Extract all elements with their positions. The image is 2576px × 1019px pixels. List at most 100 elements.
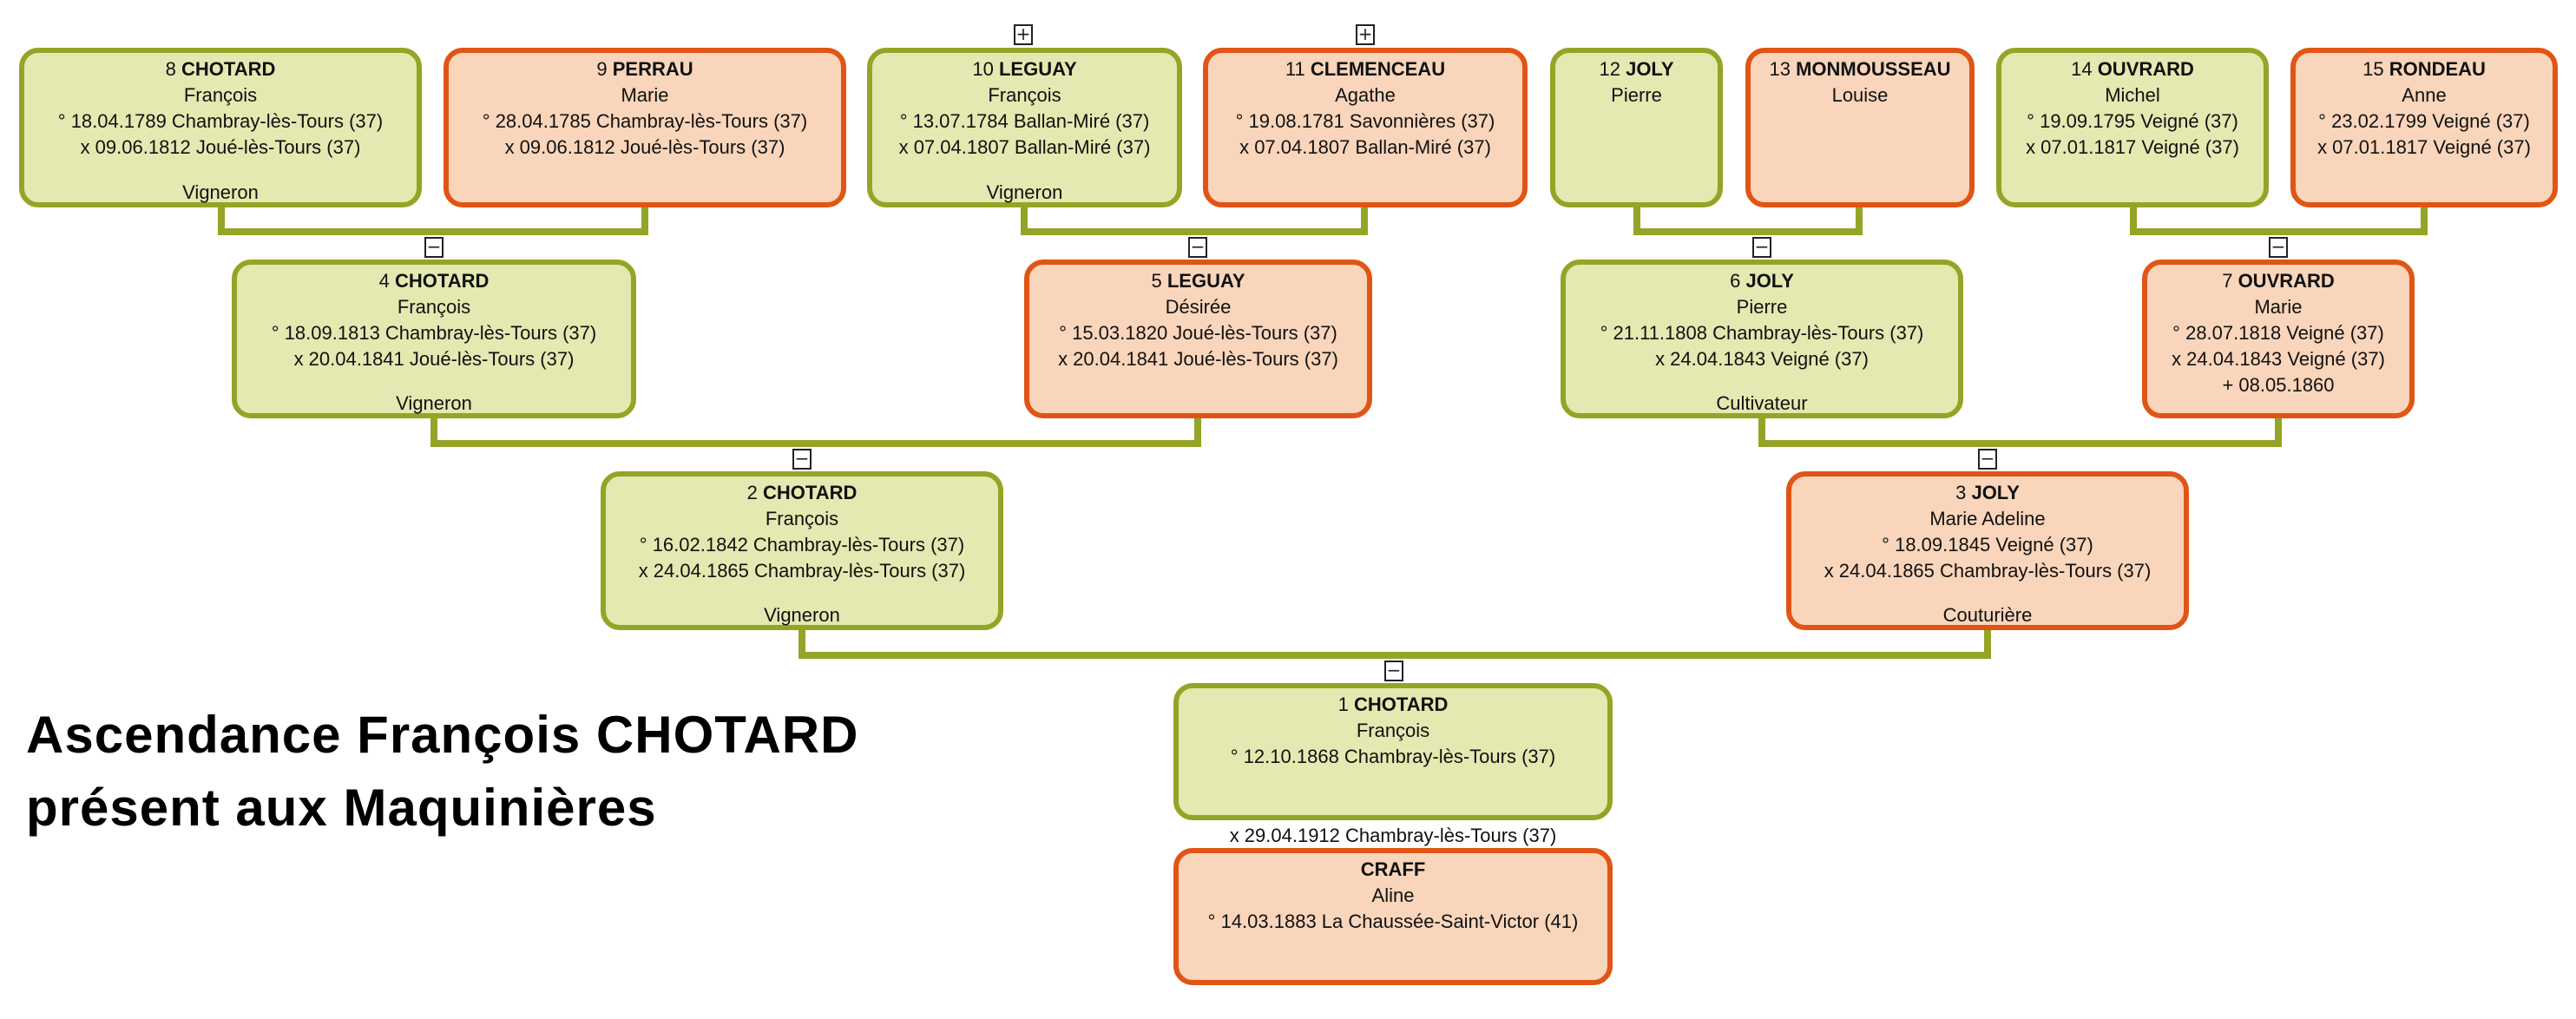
collapse-ancestors-button-p2[interactable]: −: [792, 449, 812, 470]
marriage-info: x 07.04.1807 Ballan-Miré (37): [898, 136, 1151, 158]
collapse-ancestors-button-p3[interactable]: −: [1978, 449, 1997, 470]
given-name: François: [988, 84, 1061, 106]
expand-ancestors-button-p11[interactable]: +: [1356, 24, 1375, 45]
person-box-10[interactable]: 10 LEGUAY François ° 13.07.1784 Ballan-M…: [867, 48, 1182, 207]
surname: OUVRARD: [2238, 270, 2335, 292]
person-box-8[interactable]: 8 CHOTARD François ° 18.04.1789 Chambray…: [19, 48, 422, 207]
connector: [2130, 206, 2137, 235]
collapse-ancestors-button-p6[interactable]: −: [1752, 237, 1771, 258]
surname: CHOTARD: [395, 270, 490, 292]
person-name: 4 CHOTARD: [237, 268, 631, 294]
birth-info: ° 12.10.1868 Chambray-lès-Tours (37): [1230, 746, 1556, 767]
root-marriage-info: x 29.04.1912 Chambray-lès-Tours (37): [1229, 825, 1557, 846]
connector: [2421, 206, 2428, 235]
spouse-box[interactable]: CRAFF Aline ° 14.03.1883 La Chaussée-Sai…: [1173, 848, 1613, 985]
sosa-number: 2: [746, 482, 758, 503]
collapse-ancestors-button-p1[interactable]: −: [1384, 661, 1403, 681]
birth-info: ° 19.08.1781 Savonnières (37): [1235, 110, 1495, 132]
occupation: Vigneron: [182, 181, 259, 203]
person-box-13[interactable]: 13 MONMOUSSEAU Louise: [1745, 48, 1975, 207]
surname: OUVRARD: [2097, 58, 2194, 80]
birth-info: ° 18.04.1789 Chambray-lès-Tours (37): [57, 110, 384, 132]
surname: CHOTARD: [1354, 694, 1449, 715]
given-name: Agathe: [1335, 84, 1396, 106]
marriage-info: x 07.01.1817 Veigné (37): [2026, 136, 2239, 158]
person-box-11[interactable]: 11 CLEMENCEAU Agathe ° 19.08.1781 Savonn…: [1203, 48, 1528, 207]
person-name: 13 MONMOUSSEAU: [1751, 56, 1969, 82]
sosa-number: 15: [2362, 58, 2384, 80]
surname: JOLY: [1626, 58, 1674, 80]
person-box-5[interactable]: 5 LEGUAY Désirée ° 15.03.1820 Joué-lès-T…: [1024, 260, 1372, 418]
birth-info: ° 28.07.1818 Veigné (37): [2172, 322, 2384, 344]
sosa-number: 12: [1599, 58, 1620, 80]
person-name: 3 JOLY: [1791, 480, 2184, 506]
sosa-number: 7: [2222, 270, 2233, 292]
marriage-info: x 07.04.1807 Ballan-Miré (37): [1239, 136, 1491, 158]
surname: CLEMENCEAU: [1310, 58, 1446, 80]
collapse-ancestors-button-p5[interactable]: −: [1188, 237, 1207, 258]
title-line-1: Ascendance François CHOTARD: [26, 706, 859, 764]
surname: LEGUAY: [1166, 270, 1245, 292]
connector: [1633, 206, 1640, 235]
connector: [1361, 206, 1368, 235]
given-name: Anne: [2402, 84, 2447, 106]
sosa-number: 3: [1955, 482, 1967, 503]
given-name: François: [1356, 720, 1430, 741]
occupation: Vigneron: [986, 181, 1063, 203]
connector: [1021, 228, 1368, 235]
sosa-number: 8: [165, 58, 176, 80]
collapse-ancestors-button-p7[interactable]: −: [2269, 237, 2288, 258]
marriage-info: x 24.04.1865 Chambray-lès-Tours (37): [638, 560, 966, 582]
person-name: 8 CHOTARD: [24, 56, 417, 82]
occupation: Couturière: [1942, 604, 2033, 626]
connector: [1758, 440, 2282, 447]
person-box-4[interactable]: 4 CHOTARD François ° 18.09.1813 Chambray…: [232, 260, 636, 418]
person-name: 15 RONDEAU: [2296, 56, 2553, 82]
surname: CHOTARD: [181, 58, 276, 80]
sosa-number: 14: [2071, 58, 2093, 80]
connector: [218, 228, 648, 235]
surname: RONDEAU: [2389, 58, 2486, 80]
person-name: 1 CHOTARD: [1179, 692, 1607, 718]
person-box-9[interactable]: 9 PERRAU Marie ° 28.04.1785 Chambray-lès…: [444, 48, 846, 207]
person-box-3[interactable]: 3 JOLY Marie Adeline ° 18.09.1845 Veigné…: [1786, 471, 2189, 630]
expand-ancestors-button-p10[interactable]: +: [1014, 24, 1033, 45]
sosa-number: 6: [1730, 270, 1741, 292]
birth-info: ° 28.04.1785 Chambray-lès-Tours (37): [482, 110, 808, 132]
page-title: Ascendance François CHOTARD présent aux …: [26, 699, 858, 845]
person-name: 7 OUVRARD: [2147, 268, 2409, 294]
birth-info: ° 13.07.1784 Ballan-Miré (37): [899, 110, 1150, 132]
connector: [430, 440, 1201, 447]
sosa-number: 5: [1151, 270, 1162, 292]
connector: [641, 206, 648, 235]
connector: [1856, 206, 1863, 235]
person-box-2[interactable]: 2 CHOTARD François ° 16.02.1842 Chambray…: [601, 471, 1003, 630]
marriage-info: x 09.06.1812 Joué-lès-Tours (37): [80, 136, 361, 158]
connector: [1633, 228, 1863, 235]
given-name: Aline: [1371, 884, 1415, 906]
marriage-info: x 24.04.1843 Veigné (37): [1655, 348, 1869, 370]
marriage-info: x 07.01.1817 Veigné (37): [2317, 136, 2531, 158]
given-name: Michel: [2105, 84, 2160, 106]
collapse-ancestors-button-p4[interactable]: −: [424, 237, 444, 258]
surname: PERRAU: [612, 58, 693, 80]
person-name: 11 CLEMENCEAU: [1208, 56, 1522, 82]
marriage-info: x 20.04.1841 Joué-lès-Tours (37): [1058, 348, 1338, 370]
person-box-14[interactable]: 14 OUVRARD Michel ° 19.09.1795 Veigné (3…: [1996, 48, 2269, 207]
birth-info: ° 16.02.1842 Chambray-lès-Tours (37): [639, 534, 965, 556]
connector: [1194, 417, 1201, 447]
birth-info: ° 18.09.1845 Veigné (37): [1882, 534, 2093, 556]
person-box-7[interactable]: 7 OUVRARD Marie ° 28.07.1818 Veigné (37)…: [2142, 260, 2415, 418]
person-box-1[interactable]: 1 CHOTARD François ° 12.10.1868 Chambray…: [1173, 683, 1613, 820]
person-box-15[interactable]: 15 RONDEAU Anne ° 23.02.1799 Veigné (37)…: [2290, 48, 2558, 207]
given-name: Marie: [2254, 296, 2303, 318]
person-name: CRAFF: [1179, 857, 1607, 883]
occupation: Vigneron: [396, 392, 472, 414]
person-box-6[interactable]: 6 JOLY Pierre ° 21.11.1808 Chambray-lès-…: [1561, 260, 1963, 418]
sosa-number: 4: [378, 270, 390, 292]
connector: [1758, 417, 1765, 447]
death-info: + 08.05.1860: [2222, 374, 2335, 396]
person-box-12[interactable]: 12 JOLY Pierre: [1550, 48, 1723, 207]
connector: [798, 628, 805, 659]
sosa-number: 11: [1285, 58, 1305, 80]
